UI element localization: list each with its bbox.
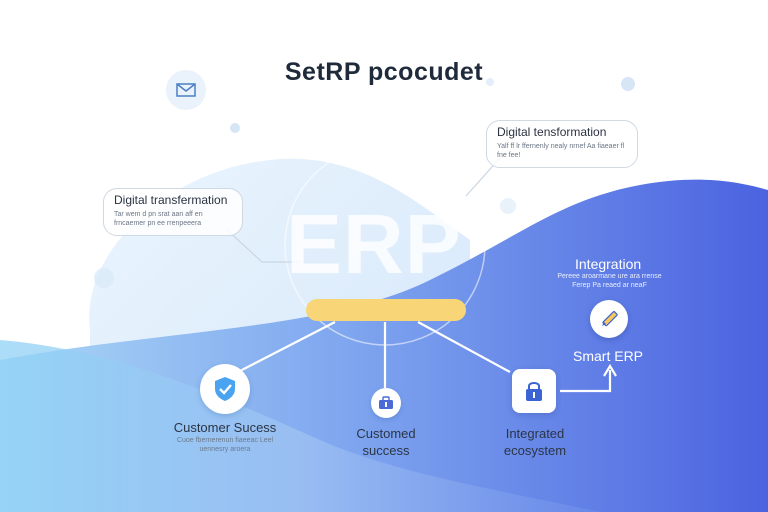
erp-yellow-bar [306,299,466,321]
pen-icon [590,300,628,338]
dot-decor [621,77,635,91]
node-connector [417,321,511,373]
node-label-integrated-ecosystem: Integrated ecosystem [503,426,567,458]
callout-digital-transformation-left: Digital transfermation Tar wem d pn srat… [103,188,243,236]
shield-check-icon [200,364,250,414]
smart-erp-label: Smart ERP [573,348,644,364]
briefcase-icon [371,388,401,418]
integration-title: Integration [575,256,642,272]
wave-front [0,340,600,512]
page-title: SetRP pcocudet [284,58,484,86]
node-subtitle-customer-success: Cuoe fbernerenun fiaeeac Leel uennesry a… [176,437,274,453]
dot-decor [500,198,516,214]
callout-title: Digital tensformation [497,125,607,139]
node-label-customer-success: Customer Sucess [173,420,277,435]
callout-subtitle: Yalf ff lr ffernenly nealy nrnef Aa fiae… [497,143,625,159]
callout-connector [224,227,300,263]
integration-subtitle: Pereee aroarmane ure ara rrense Ferep Pa… [557,273,662,289]
dot-decor [230,123,240,133]
callout-subtitle: Tar wem d pn srat aan aff en frncaemer p… [114,211,203,227]
callout-digital-transformation-top: Digital tensformation Yalf ff lr ffernen… [486,120,638,168]
mail-icon [166,70,206,110]
callout-title: Digital transfermation [114,193,228,207]
erp-logo-text: ERP [286,197,462,291]
node-label-customed-success: Customed success [356,426,416,458]
arrow-up-right-icon [560,370,612,393]
dot-decor [94,268,114,288]
dot-decor [486,78,494,86]
lock-icon [512,369,556,413]
node-connector [237,321,336,373]
